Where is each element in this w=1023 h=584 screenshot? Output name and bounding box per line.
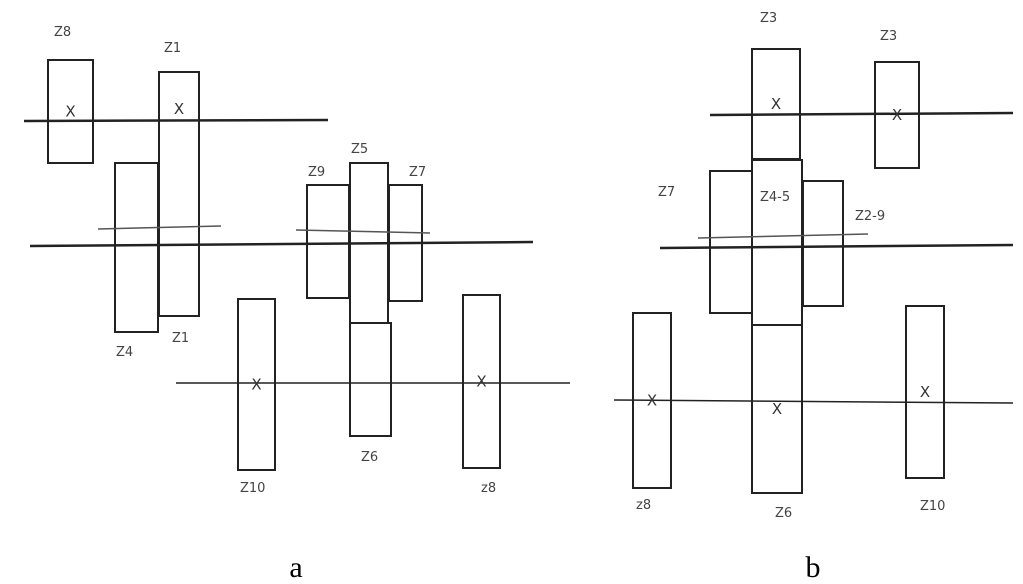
fixed-gear-mark: X <box>251 376 261 394</box>
gear-rect <box>237 298 276 471</box>
gear-label: Z6 <box>775 506 792 521</box>
gear-z1: X Z1 <box>158 41 200 317</box>
gear-z4: Z4 <box>114 162 159 360</box>
gear-z10: X Z10 <box>237 298 276 496</box>
caption-b: b <box>806 551 821 584</box>
gear-label: Z1 <box>164 41 181 56</box>
gear-z8: Xz8 <box>632 312 672 513</box>
gear-z7: Z7 <box>388 165 426 302</box>
gear-label: Z3 <box>760 11 777 26</box>
gear-rect <box>462 294 501 469</box>
gear-z10: X Z10 <box>905 305 945 514</box>
gear-label: Z4-5 <box>760 190 790 205</box>
gear-label: Z5 <box>351 142 368 157</box>
cross-shaft-line <box>295 229 431 234</box>
gear-label: Z8 <box>54 25 71 40</box>
gear-z4-5: Z4-5 <box>751 159 803 326</box>
gear-rect <box>349 162 389 324</box>
gear-label: Z9 <box>308 165 325 180</box>
gear-z8: X Z8 <box>47 25 94 164</box>
caption-a: a <box>289 551 302 584</box>
gear-z3: X Z3 <box>751 11 801 160</box>
gear-rect <box>349 322 392 437</box>
fixed-gear-mark: X <box>892 106 902 124</box>
gear-z6: X Z6 <box>751 324 803 521</box>
gear-label: Z10 <box>240 481 265 496</box>
gear-z3: X Z3 <box>874 29 920 169</box>
fixed-gear-mark: X <box>920 383 930 401</box>
gear-rect <box>306 184 350 299</box>
gear-label: Z10 <box>920 499 945 514</box>
gear-rect <box>905 305 945 479</box>
gear-rect <box>751 324 803 494</box>
gear-rect <box>802 180 844 307</box>
gear-z7: Z7 <box>658 170 753 314</box>
fixed-gear-mark: X <box>65 103 75 121</box>
shaft-line <box>659 243 1014 250</box>
gear-label: Z4 <box>116 345 133 360</box>
gear-label: Z3 <box>880 29 897 44</box>
gear-z8: Xz8 <box>462 294 501 496</box>
shaft-line <box>29 240 534 248</box>
gear-rect <box>632 312 672 489</box>
gear-label: Z6 <box>361 450 378 465</box>
gear-label: Z2-9 <box>855 209 885 224</box>
fixed-gear-mark: X <box>647 392 657 410</box>
gear-label: Z1 <box>172 331 189 346</box>
gear-rect <box>874 61 920 169</box>
cross-shaft-line <box>697 233 869 239</box>
gear-label: z8 <box>481 481 496 496</box>
gear-label: Z7 <box>658 185 675 200</box>
gear-rect <box>47 59 94 164</box>
fixed-gear-mark: X <box>476 373 486 391</box>
cross-shaft-line <box>97 225 222 230</box>
gear-z1: Z1 <box>172 331 189 346</box>
fixed-gear-mark: X <box>771 95 781 113</box>
gear-rect <box>388 184 423 302</box>
shaft-line <box>709 111 1014 117</box>
gear-label: Z7 <box>409 165 426 180</box>
gear-z2-9: Z2-9 <box>802 180 885 307</box>
fixed-gear-mark: X <box>772 400 782 418</box>
gear-label: z8 <box>636 498 651 513</box>
gear-rect <box>114 162 159 333</box>
gear-rect <box>709 170 753 314</box>
gear-z6: Z6 <box>349 322 392 465</box>
shaft-line <box>613 399 1014 404</box>
fixed-gear-mark: X <box>174 100 184 118</box>
shaft-line <box>23 118 329 123</box>
gear-rect <box>751 159 803 326</box>
